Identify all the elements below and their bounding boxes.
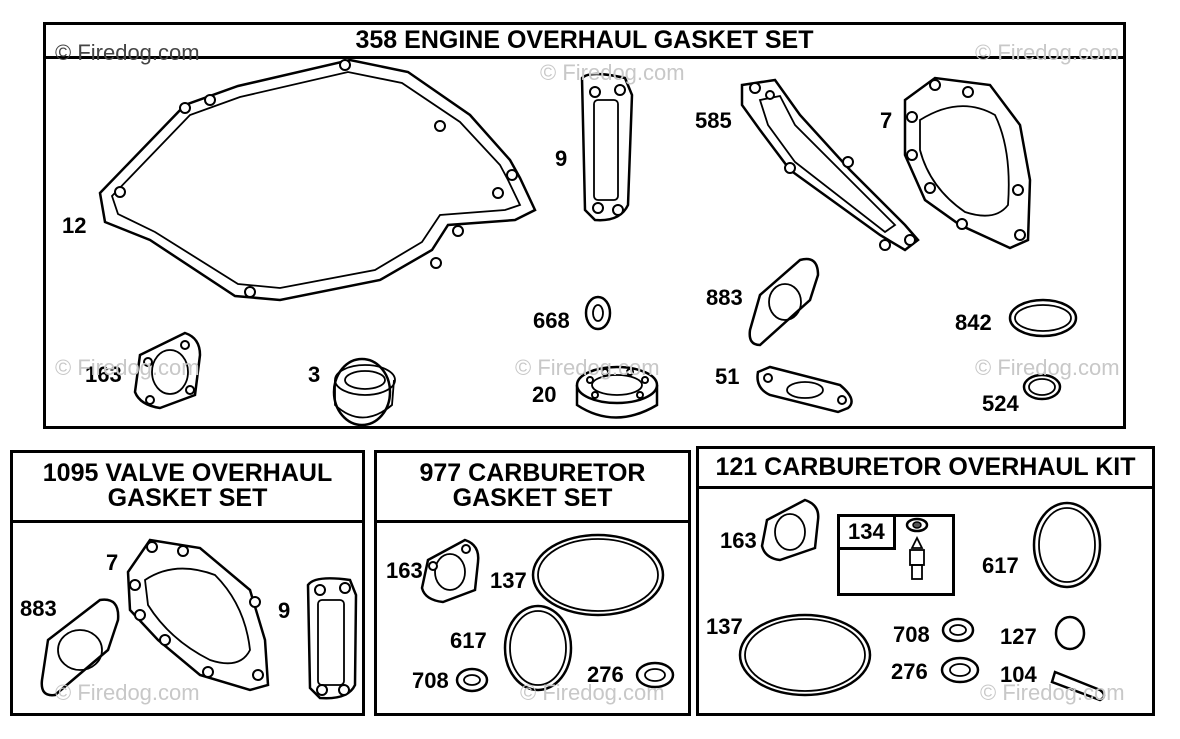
watermark-mid-left: © Firedog.com xyxy=(55,355,200,380)
gasket-7-drawing xyxy=(903,76,1032,250)
valve-panel-title: 1095 VALVE OVERHAUL GASKET SET xyxy=(13,453,362,523)
carb-kit-inset-134: 134 xyxy=(837,514,955,596)
carb-panel-title: 977 CARBURETOR GASKET SET xyxy=(377,453,688,523)
callout-883: 883 xyxy=(706,285,743,310)
gasket-883-drawing xyxy=(748,257,820,347)
kit-callout-163: 163 xyxy=(720,528,757,553)
washer-668-drawing xyxy=(584,295,612,331)
kit-washer-708-drawing xyxy=(941,617,975,643)
valve-callout-883: 883 xyxy=(20,596,57,621)
gasket-9-drawing xyxy=(580,72,634,222)
valve-gasket-panel: 1095 VALVE OVERHAUL GASKET SET xyxy=(10,450,365,716)
kit-ring-617-drawing xyxy=(1032,501,1102,589)
kit-pin-104-drawing xyxy=(1050,670,1106,702)
carb-ring-137-drawing xyxy=(531,533,665,617)
gasket-585-drawing xyxy=(740,78,920,252)
kit-needle-valve-134-drawing xyxy=(905,517,929,580)
watermark-bottom-right: © Firedog.com xyxy=(980,680,1125,705)
kit-ring-137-drawing xyxy=(738,613,872,697)
callout-7: 7 xyxy=(880,108,893,133)
kit-plug-127-drawing xyxy=(1054,615,1086,651)
inset-label-134: 134 xyxy=(840,517,896,550)
carb-panel-title-line2: GASKET SET xyxy=(452,484,613,512)
seal-3-drawing xyxy=(332,357,396,427)
watermark-bottom-center: © Firedog.com xyxy=(520,680,665,705)
carb-callout-708: 708 xyxy=(412,668,449,693)
carb-callout-276: 276 xyxy=(587,662,624,687)
kit-callout-276: 276 xyxy=(891,659,928,684)
callout-163: 163 xyxy=(85,362,122,387)
carb-panel-title-line1: 977 CARBURETOR xyxy=(419,459,646,487)
valve-panel-title-line1: 1095 VALVE OVERHAUL xyxy=(42,459,333,487)
kit-callout-127: 127 xyxy=(1000,624,1037,649)
engine-gasket-panel: 358 ENGINE OVERHAUL GASKET SET xyxy=(43,22,1126,429)
watermark-bottom-left: © Firedog.com xyxy=(55,680,200,705)
callout-524: 524 xyxy=(982,391,1019,416)
callout-20: 20 xyxy=(532,382,557,407)
valve-callout-9: 9 xyxy=(278,598,291,623)
carb-kit-panel-title-text: 121 CARBURETOR OVERHAUL KIT xyxy=(715,453,1136,481)
carb-kit-panel: 121 CARBURETOR OVERHAUL KIT 134 xyxy=(696,446,1155,716)
watermark-mid-center: © Firedog.com xyxy=(515,355,660,380)
callout-585: 585 xyxy=(695,108,732,133)
carb-gasket-163-drawing xyxy=(420,538,480,604)
carb-washer-276-drawing xyxy=(635,661,675,689)
watermark-top-right: © Firedog.com xyxy=(975,40,1120,65)
callout-9: 9 xyxy=(555,146,568,171)
carb-washer-708-drawing xyxy=(455,667,489,693)
watermark-top-left: © Firedog.com xyxy=(55,40,200,65)
callout-668: 668 xyxy=(533,308,570,333)
kit-callout-617: 617 xyxy=(982,553,1019,578)
kit-callout-708: 708 xyxy=(893,622,930,647)
engine-panel-title-text: 358 ENGINE OVERHAUL GASKET SET xyxy=(355,26,814,54)
watermark-top-center: © Firedog.com xyxy=(540,60,685,85)
kit-callout-104: 104 xyxy=(1000,662,1037,687)
kit-washer-276-drawing xyxy=(940,656,980,684)
kit-gasket-163-drawing xyxy=(760,498,820,562)
callout-51: 51 xyxy=(715,364,740,389)
valve-callout-7: 7 xyxy=(106,550,119,575)
carb-callout-137: 137 xyxy=(490,568,527,593)
gasket-51-drawing xyxy=(756,365,853,414)
valve-gasket-7-drawing xyxy=(126,538,270,692)
carb-callout-163: 163 xyxy=(386,558,423,583)
carb-kit-panel-title: 121 CARBURETOR OVERHAUL KIT xyxy=(699,449,1152,489)
gasket-163-drawing xyxy=(133,331,202,410)
callout-3: 3 xyxy=(308,362,321,387)
valve-panel-title-line2: GASKET SET xyxy=(107,484,268,512)
valve-gasket-883-drawing xyxy=(40,598,120,697)
gasket-12-drawing xyxy=(98,58,537,302)
carb-callout-617: 617 xyxy=(450,628,487,653)
carb-ring-617-drawing xyxy=(503,604,573,692)
ring-524-drawing xyxy=(1022,373,1062,401)
watermark-mid-right: © Firedog.com xyxy=(975,355,1120,380)
valve-gasket-9-drawing xyxy=(306,577,358,700)
callout-842: 842 xyxy=(955,310,992,335)
ring-842-drawing xyxy=(1008,298,1078,338)
seal-20-drawing xyxy=(575,365,659,419)
engine-panel-title: 358 ENGINE OVERHAUL GASKET SET xyxy=(46,25,1123,59)
kit-callout-137: 137 xyxy=(706,614,743,639)
callout-12: 12 xyxy=(62,213,87,238)
